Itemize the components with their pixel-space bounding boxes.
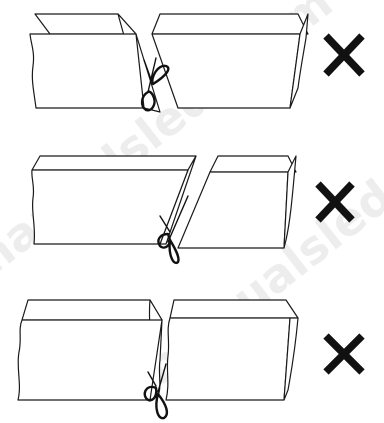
left-block <box>18 300 162 400</box>
panel-3-straight-cut <box>18 300 362 418</box>
left-block <box>32 156 196 244</box>
cross-icon <box>326 336 362 372</box>
right-block <box>166 300 298 400</box>
right-block <box>152 14 308 108</box>
right-block <box>178 156 296 248</box>
cross-icon <box>326 36 362 74</box>
left-block <box>30 14 160 112</box>
